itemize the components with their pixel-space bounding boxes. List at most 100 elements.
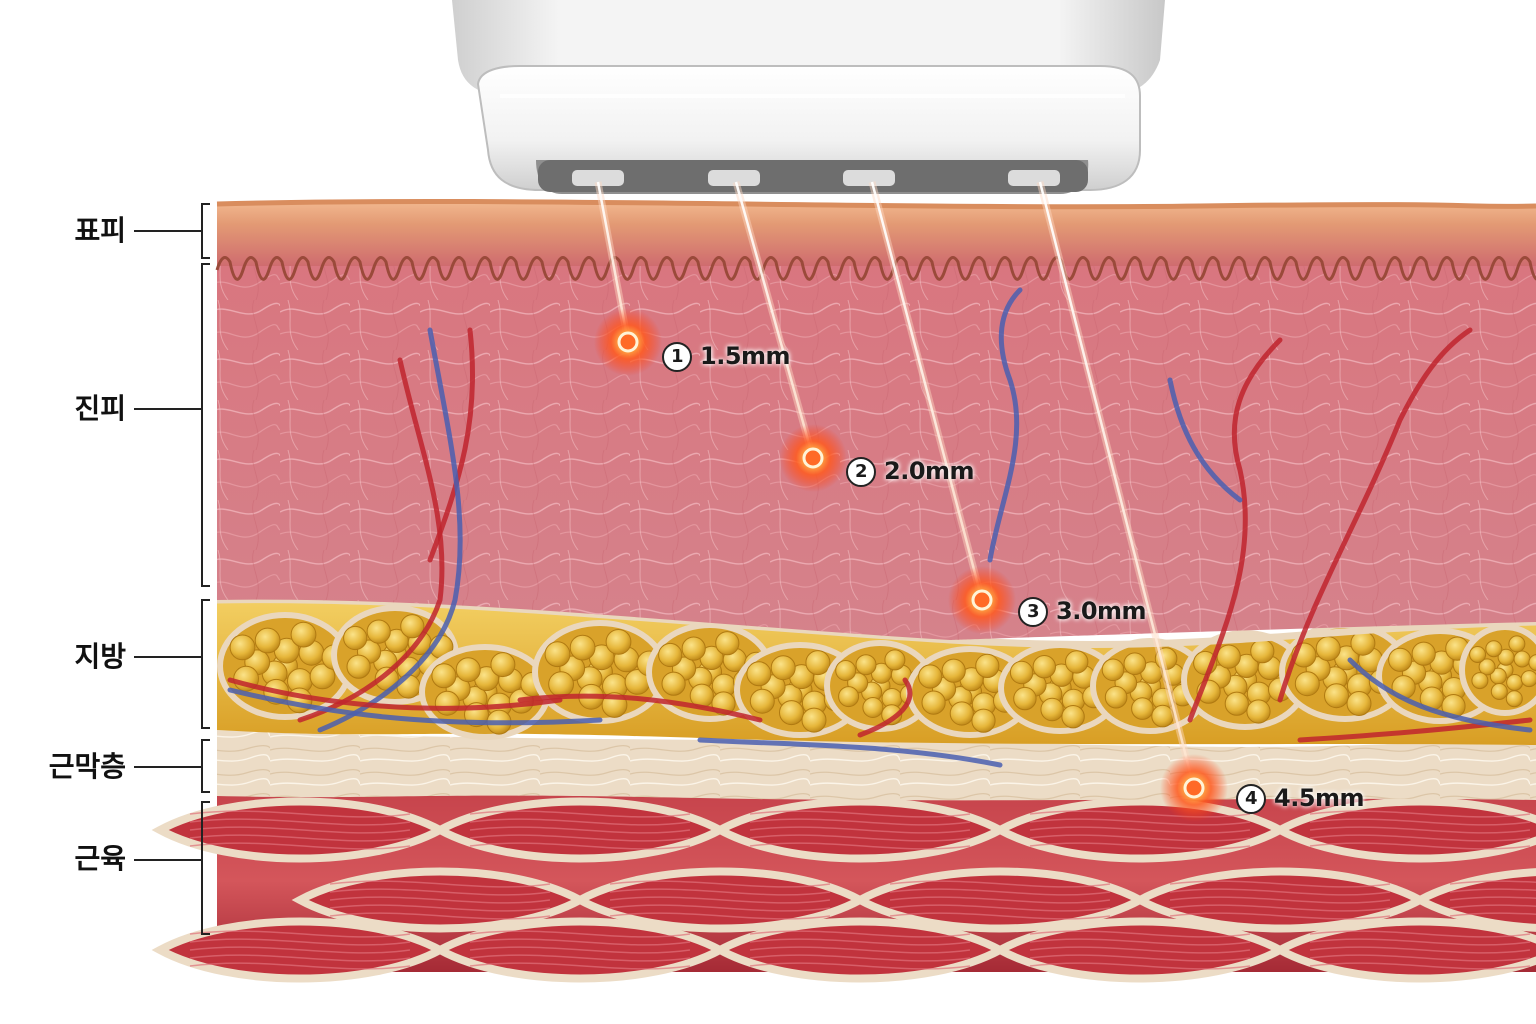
fat-cell <box>1040 697 1064 722</box>
fat-cell <box>1346 691 1372 716</box>
ultrasound-beam <box>734 181 815 459</box>
muscle-striation <box>1029 842 1251 850</box>
fat-cell <box>661 671 686 696</box>
fat-cell <box>490 652 516 678</box>
muscle-striation <box>749 842 971 850</box>
muscle-striation <box>1029 962 1251 970</box>
fat-cell <box>770 655 796 681</box>
fat-cell <box>1216 644 1241 669</box>
layer-bracket <box>201 203 210 259</box>
fat-cell <box>548 671 574 698</box>
muscle-striation <box>189 826 411 834</box>
fat-cell <box>1315 636 1341 662</box>
fat-cell <box>1131 697 1154 720</box>
muscle-striation <box>1449 912 1536 917</box>
fat-cell <box>1388 647 1413 672</box>
muscle-striation <box>1449 888 1536 893</box>
muscle-striation <box>189 938 411 946</box>
layer-bracket <box>201 263 210 587</box>
muscle-striation <box>1169 888 1391 896</box>
muscle-striation <box>1029 930 1251 938</box>
fat-cell <box>286 687 313 714</box>
muscle-striation <box>1309 842 1531 850</box>
muscle-striation <box>189 842 411 850</box>
focal-point-4 <box>1183 777 1205 799</box>
fat-cell <box>569 634 596 661</box>
muscle-striation <box>1169 904 1391 912</box>
muscle-striation <box>329 880 551 888</box>
fat-cell <box>1520 670 1536 688</box>
fat-cell <box>749 688 775 714</box>
fat-cell <box>1032 655 1057 679</box>
muscle-striation <box>189 962 411 970</box>
vein <box>987 287 1023 563</box>
layer-brackets <box>134 203 210 935</box>
artery <box>1187 337 1283 723</box>
muscle-striation <box>329 912 551 920</box>
ultrasound-beam <box>870 181 984 601</box>
fat-cell <box>884 649 906 671</box>
muscle-striation <box>1309 938 1531 946</box>
fat-cell <box>801 707 827 733</box>
focal-number-badge: 4 <box>1236 784 1266 814</box>
fat-cell <box>1490 683 1508 700</box>
skin-surface <box>216 198 1536 210</box>
muscle-striation <box>1309 954 1531 962</box>
layer-bracket <box>201 739 210 793</box>
focal-point-2 <box>802 447 824 469</box>
muscle-striation <box>189 954 411 962</box>
muscle-striation <box>749 818 971 826</box>
muscle-striation <box>609 888 831 896</box>
layer-label-muscle: 근육 <box>74 842 126 875</box>
muscle-striation <box>469 946 691 954</box>
muscle-striation <box>889 888 1111 896</box>
dermis-collagen-fibers <box>217 262 1536 640</box>
muscle-striation <box>609 904 831 912</box>
fat-cell <box>1485 640 1503 658</box>
fat-cell <box>1469 646 1487 663</box>
layer-label-fat: 지방 <box>74 640 126 673</box>
fat-cell <box>544 641 571 668</box>
dermal-papillae-wave <box>215 256 1536 281</box>
muscle-striation <box>469 826 691 834</box>
muscle-striation <box>469 834 691 842</box>
muscle-striation <box>469 962 691 970</box>
vein <box>1167 377 1243 503</box>
focal-point-3 <box>971 589 993 611</box>
muscle-striation <box>889 880 1111 888</box>
layer-label-epidermis: 표피 <box>74 214 126 247</box>
depth-value: 4.5mm <box>1274 784 1365 812</box>
muscle-striation <box>469 842 691 850</box>
fat-cell <box>1294 671 1320 697</box>
vein <box>697 737 1003 768</box>
fat-cell <box>805 650 831 676</box>
muscle-striation <box>469 810 691 818</box>
muscle-striation <box>469 938 691 946</box>
muscle-striation <box>1029 810 1251 818</box>
fat-cell <box>1151 704 1174 728</box>
vein <box>227 687 603 726</box>
muscle-bundle <box>1271 797 1536 863</box>
muscle-striation <box>1309 834 1531 842</box>
fat-cell <box>229 634 256 661</box>
fat-cell <box>1250 639 1275 664</box>
focal-number-badge: 3 <box>1018 597 1048 627</box>
fat-cell <box>1508 635 1526 653</box>
fat-cell <box>1065 650 1089 674</box>
muscle-striation <box>1029 826 1251 834</box>
muscle-striation <box>749 826 971 834</box>
ultrasound-transducer-head-icon <box>452 0 1165 194</box>
muscle-striation <box>749 954 971 962</box>
muscle-striation <box>609 880 831 888</box>
muscle-striation <box>189 930 411 938</box>
focal-number-badge: 1 <box>662 342 692 372</box>
fat-cell <box>290 621 317 648</box>
fat-cell <box>941 658 966 683</box>
fat-cell <box>681 636 706 661</box>
muscle-striation <box>889 912 1111 920</box>
fat-cell <box>1411 641 1436 666</box>
muscle-striation <box>1309 930 1531 938</box>
